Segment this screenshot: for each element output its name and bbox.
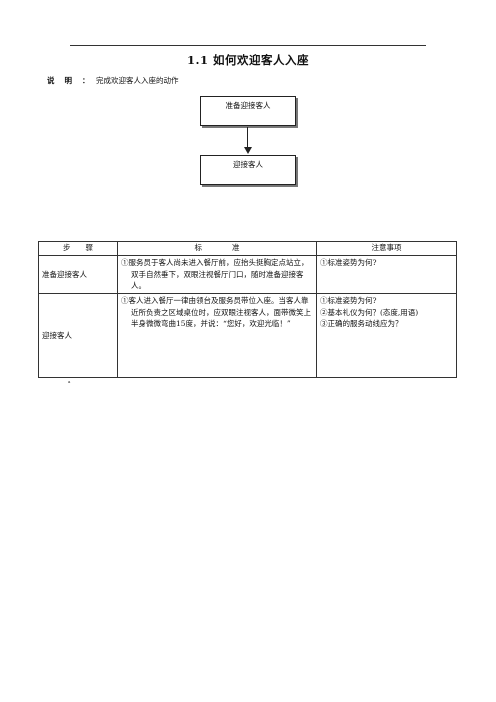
header-notes: 注意事项 [316, 241, 457, 256]
standard-text: ①服务员于客人尚未进入餐厅前，应抬头挺胸定点站立，双手自然垂下，双眼注视餐厅门口… [121, 258, 309, 290]
header-step: 步 骤 [38, 241, 118, 256]
standard-cell: ①服务员于客人尚未进入餐厅前，应抬头挺胸定点站立，双手自然垂下，双眼注视餐厅门口… [117, 255, 317, 294]
header-standard: 标 准 [117, 241, 317, 256]
step-cell: 迎接客人 [38, 293, 118, 378]
flow-arrow-line [247, 127, 248, 148]
notes-cell: ①标准姿势为何? ②基本礼仪为何？(态度,用语) ③正确的服务动线应为？ [316, 293, 457, 378]
standard-cell: ①客人进入餐厅一律由领台及服务员带位入座。当客人靠近所负责之区域桌位时，应双眼注… [117, 293, 317, 378]
steps-table: 步 骤 标 准 注意事项 准备迎接客人 ①服务员于客人尚未进入餐厅前，应抬头挺胸… [38, 241, 457, 378]
note-item: ①标准姿势为何? [320, 296, 377, 305]
top-rule [70, 45, 426, 46]
step-cell: 准备迎接客人 [38, 255, 118, 294]
notes-cell: ①标准姿势为何? [316, 255, 457, 294]
note-item: ②基本礼仪为何？(态度,用语) [320, 307, 419, 317]
table-row: 准备迎接客人 ①服务员于客人尚未进入餐厅前，应抬头挺胸定点站立，双手自然垂下，双… [38, 255, 457, 294]
standard-text: ①客人进入餐厅一律由领台及服务员带位入座。当客人靠近所负责之区域桌位时，应双眼注… [121, 296, 311, 328]
footnote-mark: a [68, 379, 71, 384]
flow-box-prepare: 准备迎接客人 [200, 96, 296, 126]
flow-arrow-head [243, 147, 252, 154]
page-title: 1.1 如何欢迎客人入座 [186, 53, 309, 67]
note-item: ③正确的服务动线应为？ [320, 319, 403, 328]
note-item: ①标准姿势为何? [320, 258, 377, 267]
description-label: 说明： [47, 76, 100, 85]
table-row: 迎接客人 ①客人进入餐厅一律由领台及服务员带位入座。当客人靠近所负责之区域桌位时… [38, 293, 457, 378]
description-text: 完成欢迎客人入座的动作 [96, 76, 179, 85]
table-header-row: 步 骤 标 准 注意事项 [38, 241, 457, 256]
flow-box-welcome: 迎接客人 [200, 155, 296, 185]
